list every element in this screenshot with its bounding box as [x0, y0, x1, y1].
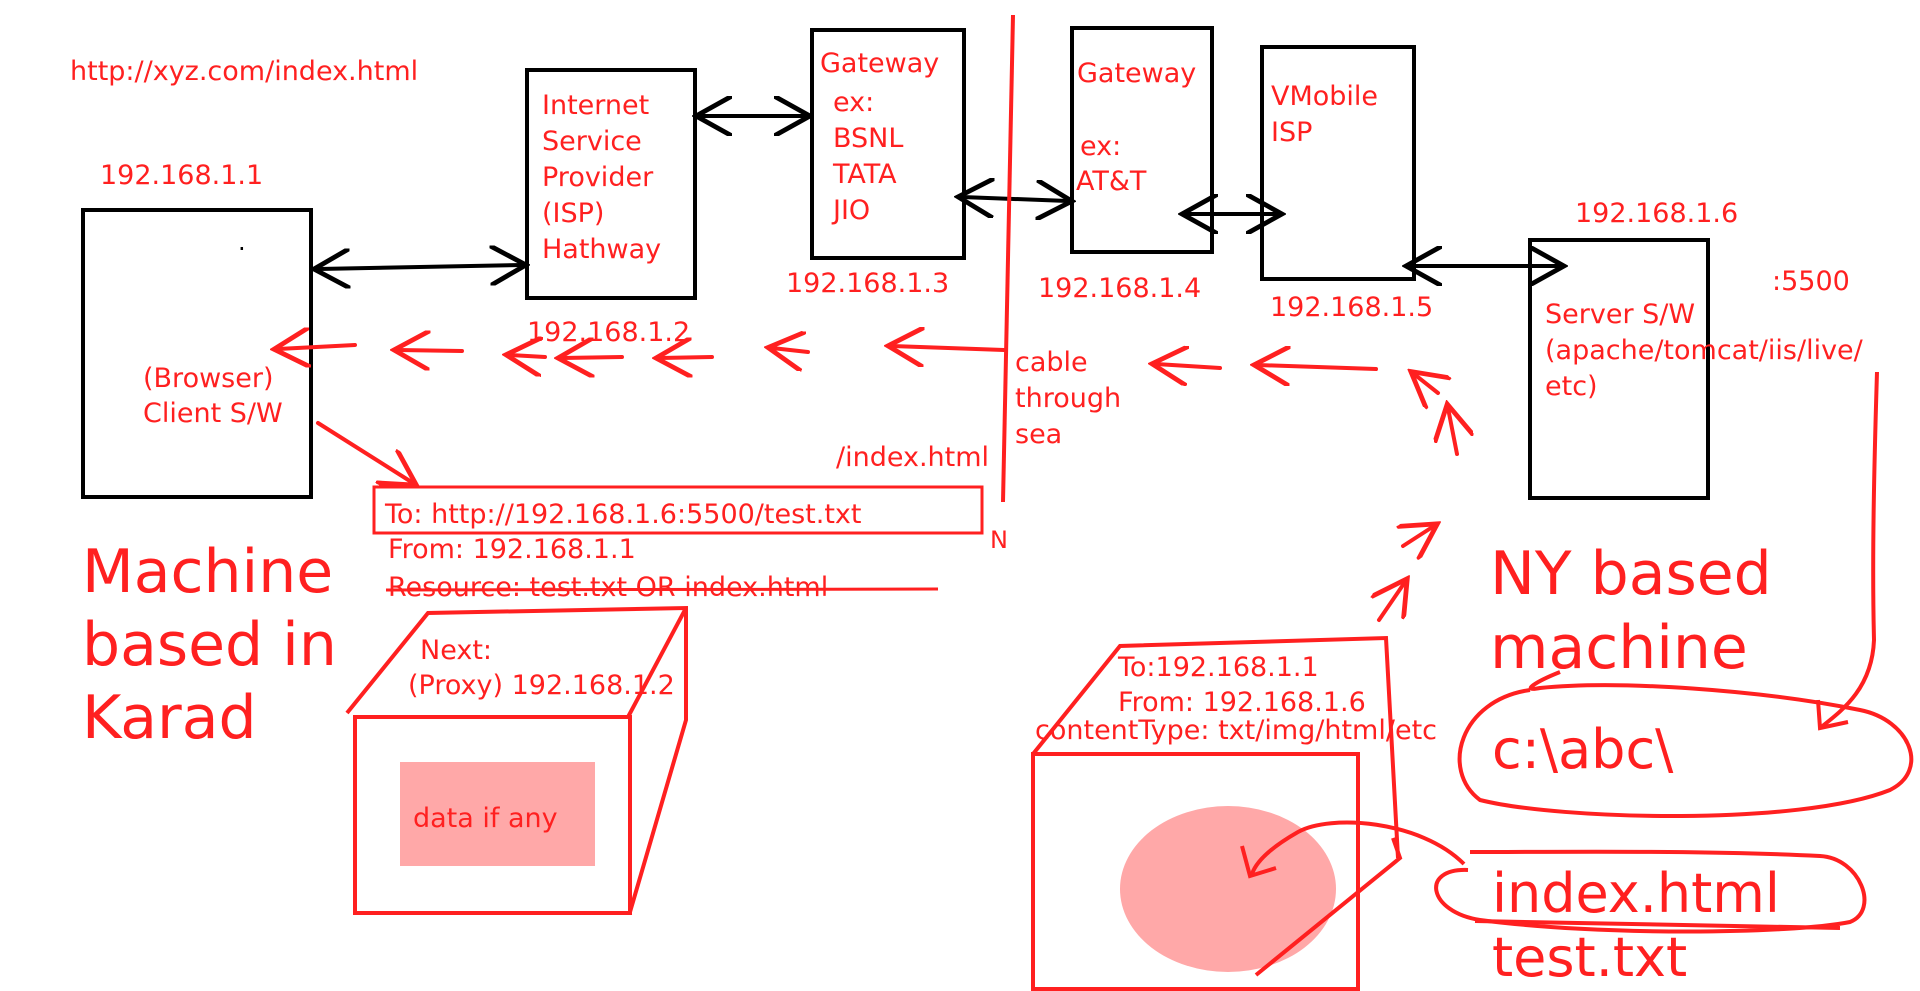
client-ip: 192.168.1.1 [100, 160, 263, 191]
cable-line-2: through [1015, 383, 1121, 414]
vmobile-line-2: ISP [1271, 117, 1312, 148]
vmobile-isp-node: VMobile ISP 192.168.1.5 [1260, 45, 1433, 323]
isp-ip: 192.168.1.2 [527, 317, 690, 348]
client-label-2: Client S/W [143, 398, 283, 429]
gateway-1-box [810, 28, 966, 260]
client-box [81, 208, 313, 499]
right-caption-2: machine [1490, 613, 1748, 683]
link-client-isp [318, 265, 522, 269]
server-port: :5500 [1772, 266, 1850, 297]
response-to: To:192.168.1.1 [1117, 652, 1319, 683]
cable-line-3: sea [1015, 419, 1062, 450]
request-data-label: data if any [413, 803, 558, 834]
response-content-type: contentType: txt/img/html/etc [1035, 715, 1437, 746]
gateway-2-box [1070, 26, 1214, 254]
request-from: From: 192.168.1.1 [388, 534, 636, 565]
file-index: index.html [1492, 862, 1780, 925]
gateway-1-node: Gateway ex: BSNL TATA JIO 192.168.1.3 [786, 28, 966, 299]
response-packet: To:192.168.1.1 From: 192.168.1.6 content… [1031, 635, 1437, 991]
gateway-1-line-5: JIO [831, 195, 870, 226]
server-line-1: Server S/W [1545, 299, 1695, 330]
resource-strikethrough [385, 587, 939, 592]
gateway-2-ex: ex: [1080, 131, 1121, 162]
response-from: From: 192.168.1.6 [1118, 687, 1366, 718]
isp-node: Internet Service Provider (ISP) Hathway … [525, 68, 697, 348]
request-resource: Resource: test.txt OR index.html [388, 572, 828, 603]
url-text: http://xyz.com/index.html [70, 56, 418, 87]
gateway-2-title: Gateway [1077, 58, 1196, 89]
request-data-fill [400, 762, 595, 866]
isp-line-4: (ISP) [542, 198, 604, 229]
response-path-arrows [278, 345, 1457, 622]
sea-divider-line [1001, 14, 1015, 503]
file-to-response-arrow [1250, 820, 1466, 875]
gateway-1-line-2: ex: [833, 87, 874, 118]
request-packet: To: http://192.168.1.6:5500/test.txt Fro… [345, 485, 984, 915]
client-label-1: (Browser) [143, 363, 273, 394]
cable-line-1: cable [1015, 347, 1088, 378]
request-proxy: (Proxy) 192.168.1.2 [408, 670, 675, 701]
gateway-2-ip: 192.168.1.4 [1038, 273, 1201, 304]
gateway-1-ip: 192.168.1.3 [786, 268, 949, 299]
gateway-1-line-3: BSNL [833, 123, 903, 154]
server-node: 192.168.1.6 :5500 Server S/W (apache/tom… [1528, 198, 1864, 500]
gateway-2-name: AT&T [1076, 166, 1147, 197]
left-caption-3: Karad [82, 683, 257, 753]
file-highlight-loop [1434, 849, 1867, 934]
gateway-1-line-4: TATA [832, 159, 897, 190]
request-box-front [353, 715, 632, 915]
vmobile-box [1260, 45, 1416, 281]
left-caption-2: based in [82, 610, 337, 680]
server-to-path-arrowhead [1816, 699, 1849, 731]
gateway-2-node: Gateway ex: AT&T 192.168.1.4 [1038, 26, 1214, 304]
isp-line-2: Service [542, 126, 642, 157]
right-caption-1: NY based [1490, 539, 1772, 609]
client-dot: . [238, 228, 246, 256]
server-ip: 192.168.1.6 [1575, 198, 1738, 229]
link-gateway1-gateway2 [962, 197, 1068, 201]
server-line-3: etc) [1545, 371, 1598, 402]
request-next: Next: [420, 635, 492, 666]
vmobile-line-1: VMobile [1271, 81, 1378, 112]
request-box-edge [626, 607, 688, 718]
server-to-path-arrow [1818, 371, 1879, 730]
isp-line-1: Internet [542, 90, 649, 121]
client-to-request-arrow [316, 421, 413, 483]
isp-box [525, 68, 697, 300]
server-line-2: (apache/tomcat/iis/live/ [1545, 335, 1864, 366]
client-machine: 192.168.1.1 . (Browser) Client S/W [81, 160, 313, 499]
n-label: N [990, 526, 1008, 554]
response-box-edge [1254, 837, 1403, 977]
left-caption-1: Machine [82, 537, 333, 607]
response-data-fill [1120, 806, 1336, 972]
path-label: c:\abc\ [1492, 718, 1674, 781]
vmobile-ip: 192.168.1.5 [1270, 292, 1433, 323]
file-test: test.txt [1492, 926, 1687, 989]
file-to-response-arrowhead [1240, 845, 1277, 879]
request-box-back [345, 605, 688, 913]
isp-line-3: Provider [542, 162, 654, 193]
gateway-1-line-1: Gateway [820, 48, 939, 79]
isp-line-5: Hathway [542, 234, 661, 265]
request-to: To: http://192.168.1.6:5500/test.txt [384, 499, 861, 530]
server-box [1528, 238, 1710, 500]
path-highlight-loop [1457, 670, 1914, 819]
index-path: /index.html [836, 442, 989, 473]
response-box-front [1031, 752, 1360, 991]
file-underline [1474, 919, 1841, 930]
response-box-back [1031, 635, 1400, 859]
request-to-box [372, 485, 984, 535]
